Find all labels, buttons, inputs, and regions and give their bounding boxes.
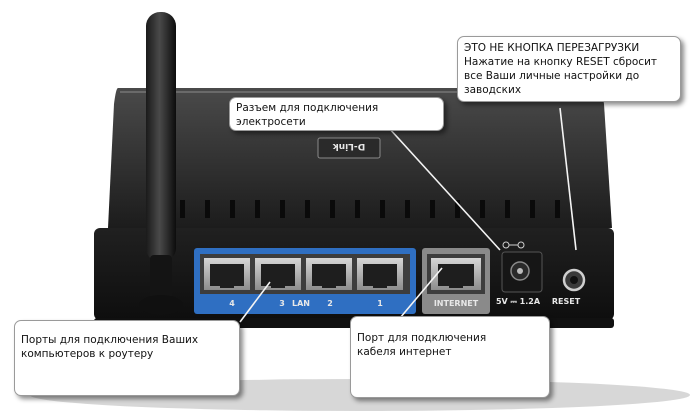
- lan-port-number-2: 2: [327, 299, 333, 308]
- internet-port-panel: INTERNET: [422, 248, 490, 314]
- reset-callout-line-1: ЭТО НЕ КНОПКА ПЕРЕЗАГРУЗКИ: [464, 42, 640, 54]
- reset-callout-line-4: заводских: [464, 84, 522, 96]
- reset-label: RESET: [552, 297, 581, 306]
- reset-warning-callout: ЭТО НЕ КНОПКА ПЕРЕЗАГРУЗКИ Нажатие на кн…: [457, 36, 681, 102]
- vent-slots: [180, 200, 560, 218]
- reset-pointer: [559, 107, 577, 251]
- lan-port-number-3: 3: [279, 299, 285, 308]
- power-jack[interactable]: [501, 241, 543, 293]
- internet-pointer: [399, 267, 443, 319]
- internet-port-callout: Порт для подключения кабеля интернет: [350, 316, 550, 398]
- lan-pointer: [239, 281, 271, 323]
- reset-button[interactable]: [562, 268, 586, 292]
- lan-ports-panel: 4 3 LAN 2 1: [194, 248, 416, 314]
- lan-port-4[interactable]: [204, 258, 250, 290]
- power-callout-line-1: Разъем для подключения: [236, 102, 379, 114]
- polarity-icon: [502, 241, 525, 249]
- internet-port[interactable]: [431, 258, 481, 290]
- power-callout-line-2: электросети: [236, 116, 306, 128]
- internet-label: INTERNET: [434, 299, 479, 308]
- lan-port-number-4: 4: [229, 299, 235, 308]
- brand-logo: D-Link: [317, 137, 381, 159]
- internet-callout-line-2: кабеля интернет: [357, 346, 452, 358]
- reset-callout-line-2: Нажатие на кнопку RESET сбросит: [464, 56, 658, 68]
- reset-callout-line-3: все Ваши личные настройки до: [464, 70, 640, 82]
- lan-port-3[interactable]: [255, 258, 301, 290]
- lan-port-number-1: 1: [377, 299, 383, 308]
- power-rating-label: 5V ⎓ 1.2A: [496, 297, 541, 306]
- power-pointer: [387, 126, 501, 251]
- internet-callout-line-1: Порт для подключения: [357, 332, 487, 344]
- lan-label: LAN: [292, 299, 310, 308]
- lan-ports-callout: Порты для подключения Ваших компьютеров …: [14, 320, 240, 396]
- brand-logo-text: D-Link: [332, 141, 366, 151]
- callout-pointers: [239, 107, 577, 323]
- lan-port-2[interactable]: [306, 258, 352, 290]
- lan-callout-line-1: Порты для подключения Ваших: [21, 334, 199, 346]
- lan-callout-line-2: компьютеров к роутеру: [21, 348, 154, 360]
- power-connector-callout: Разъем для подключения электросети: [229, 97, 444, 131]
- lan-port-1[interactable]: [357, 258, 403, 290]
- antenna: [139, 12, 183, 315]
